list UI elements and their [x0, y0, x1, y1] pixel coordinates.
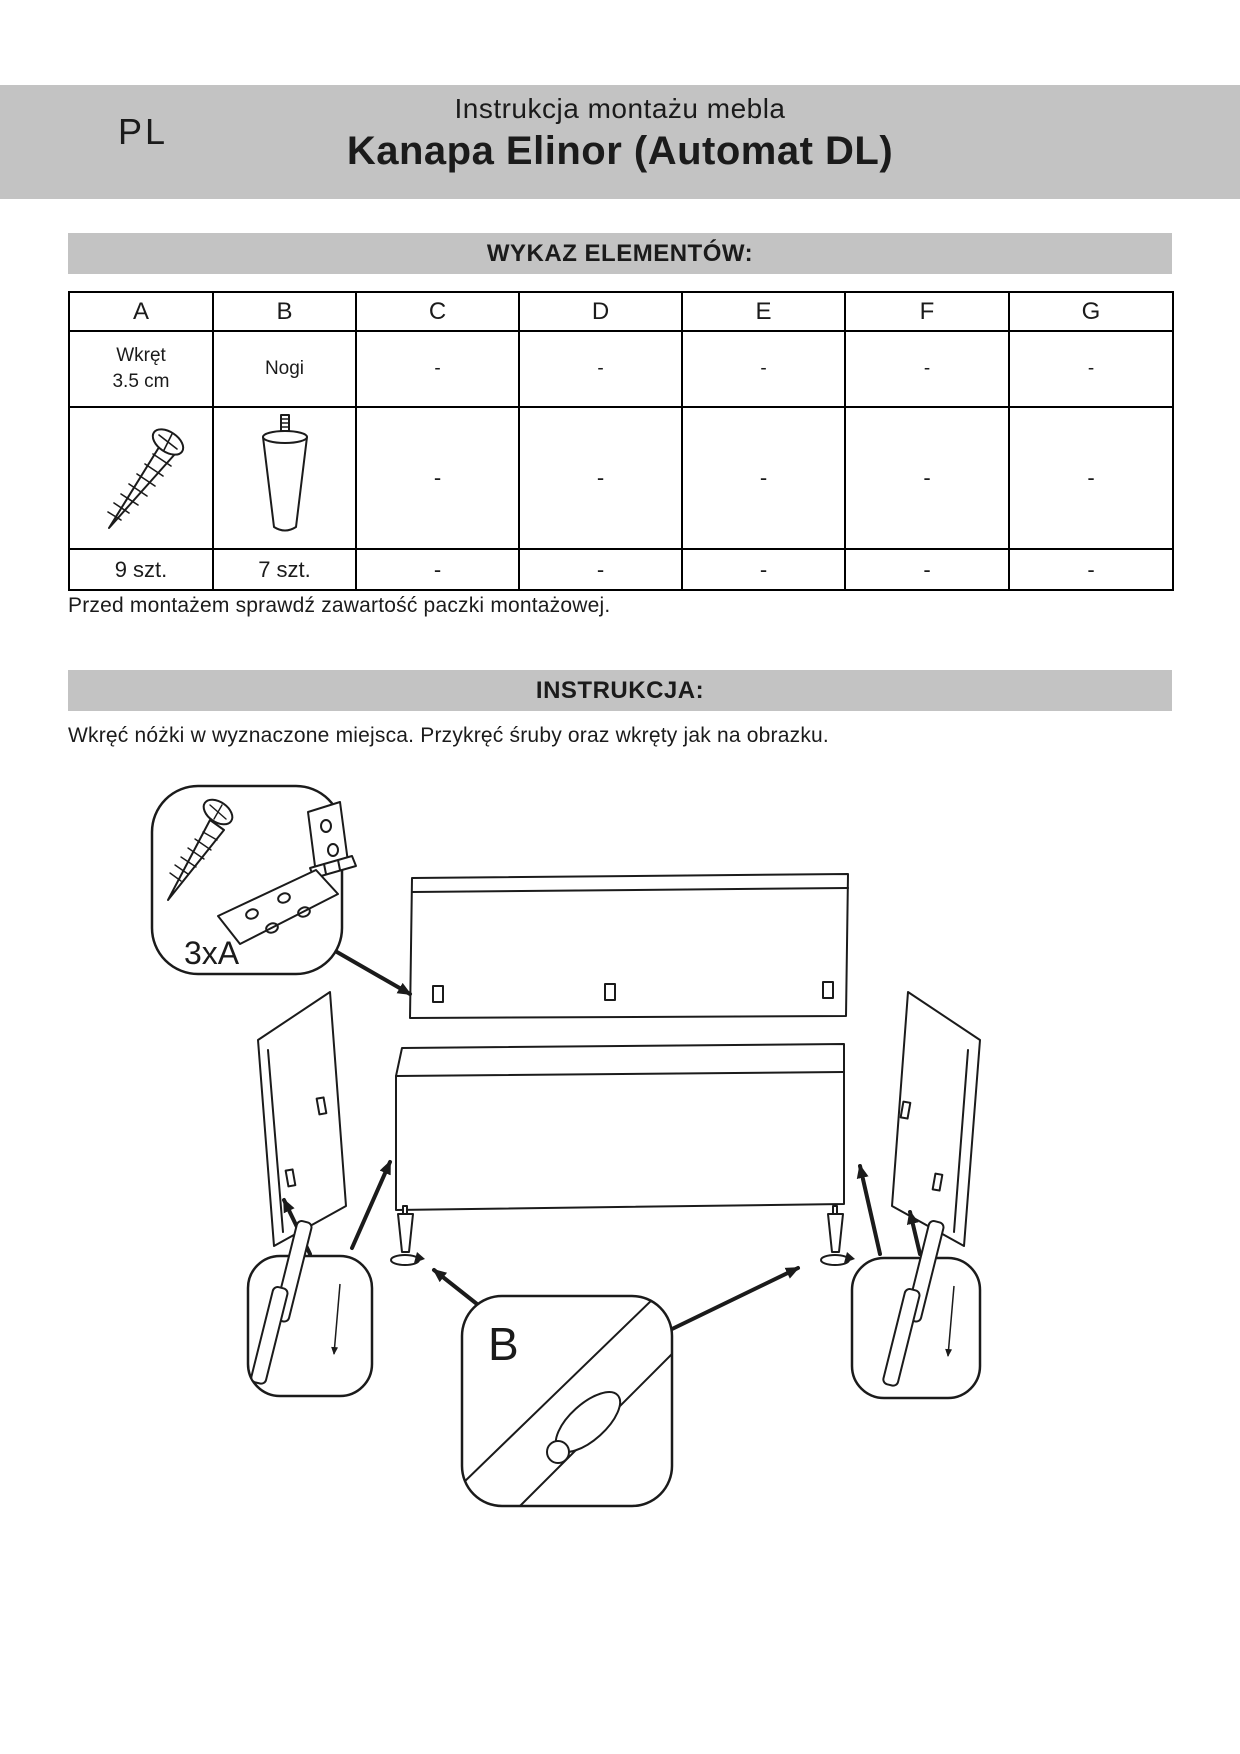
language-label: PL: [118, 111, 169, 152]
part-name-d: -: [518, 330, 683, 408]
sofa-base: [395, 1043, 845, 1211]
parts-table: A B C D E F G Wkręt 3.5 cm Nogi - - - - …: [68, 291, 1174, 591]
part-quantity-row: 9 szt. 7 szt. - - - - -: [68, 548, 1174, 591]
arrow: [331, 1283, 341, 1355]
part-quantity-d: -: [518, 548, 683, 591]
table-header-row: A B C D E F G: [68, 291, 1174, 332]
rotate-arrow-icon: [414, 1252, 425, 1263]
arrow: [856, 1164, 882, 1256]
legs-callout-right: [850, 1220, 982, 1400]
left-leg: [390, 1205, 425, 1266]
part-name-f: -: [844, 330, 1010, 408]
part-image-a: [68, 406, 214, 550]
column-header-f: F: [844, 291, 1010, 332]
part-image-b: [212, 406, 357, 550]
assembly-diagram: 3xA B: [150, 784, 982, 1508]
package-check-note: Przed montażem sprawdź zawartość paczki …: [68, 594, 611, 617]
legs-callout-left: [246, 1220, 374, 1398]
column-header-d: D: [518, 291, 683, 332]
part-quantity-c: -: [355, 548, 520, 591]
instruction-text: Wkręć nóżki w wyznaczone miejsca. Przykr…: [68, 724, 829, 747]
column-header-b: B: [212, 291, 357, 332]
arrow: [350, 1160, 392, 1250]
leg-slat: [882, 1288, 921, 1387]
parts-section-heading: WYKAZ ELEMENTÓW:: [68, 233, 1172, 274]
column-header-g: G: [1008, 291, 1174, 332]
part-quantity-a: 9 szt.: [68, 548, 214, 591]
header-titles: Instrukcja montażu mebla Kanapa Elinor (…: [0, 93, 1240, 174]
part-image-d: -: [518, 406, 683, 550]
right-armrest: [891, 991, 981, 1247]
screw-hinge-callout: 3xA: [150, 784, 357, 976]
part-image-g: -: [1008, 406, 1174, 550]
right-leg: [820, 1205, 855, 1266]
arrow: [668, 1266, 800, 1332]
part-image-row: - - - - -: [68, 406, 1174, 550]
part-name-g: -: [1008, 330, 1174, 408]
rotate-arrow-icon: [844, 1252, 855, 1263]
part-name-e: -: [681, 330, 846, 408]
part-quantity-g: -: [1008, 548, 1174, 591]
header-band: PL Instrukcja montażu mebla Kanapa Elino…: [0, 85, 1240, 199]
part-name-c: -: [355, 330, 520, 408]
arrow: [432, 1268, 484, 1310]
part-image-f: -: [844, 406, 1010, 550]
screw-drawing: [167, 798, 234, 901]
screw-icon: [107, 428, 185, 529]
arrow: [328, 946, 412, 996]
leg-attachment-drawing: [462, 1296, 672, 1506]
back-panel: [409, 873, 849, 1019]
part-image-c: -: [355, 406, 520, 550]
part-image-e: -: [681, 406, 846, 550]
column-header-e: E: [681, 291, 846, 332]
part-name-b: Nogi: [212, 330, 357, 408]
column-header-a: A: [68, 291, 214, 332]
part-quantity-e: -: [681, 548, 846, 591]
column-header-c: C: [355, 291, 520, 332]
document-subtitle: Instrukcja montażu mebla: [454, 93, 786, 124]
part-quantity-b: 7 szt.: [212, 548, 357, 591]
leg-icon: [261, 414, 308, 532]
callout-a-label: 3xA: [184, 935, 240, 971]
part-name-a: Wkręt 3.5 cm: [68, 330, 214, 408]
part-name-row: Wkręt 3.5 cm Nogi - - - - -: [68, 330, 1174, 408]
leg-callout-b: B: [460, 1294, 674, 1508]
left-armrest: [257, 991, 347, 1247]
part-quantity-f: -: [844, 548, 1010, 591]
callout-b-label: B: [488, 1318, 519, 1370]
arrow: [945, 1285, 955, 1357]
document-title: Kanapa Elinor (Automat DL): [346, 129, 894, 173]
arrow: [906, 1210, 922, 1256]
hinge-drawing: [217, 801, 357, 945]
instruction-section-heading: INSTRUKCJA:: [68, 670, 1172, 711]
leg-slat: [250, 1286, 289, 1385]
